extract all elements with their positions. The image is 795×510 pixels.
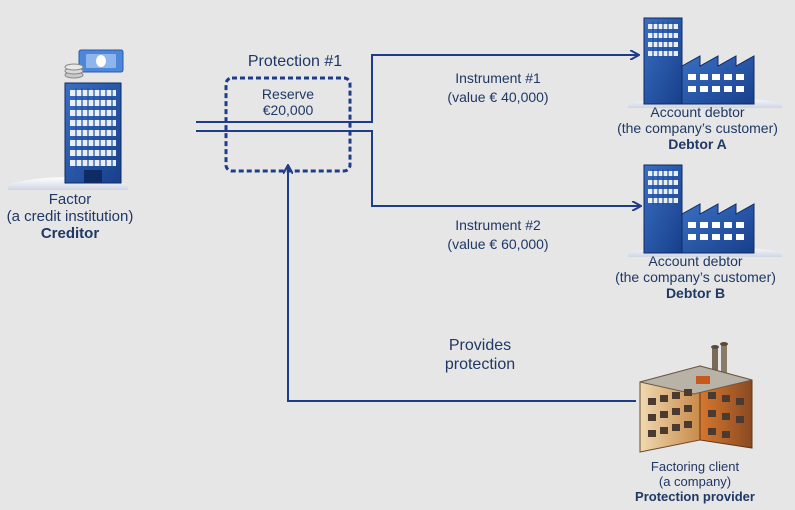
debtor-a-factory-icon — [628, 17, 782, 108]
instrument2-value: (value € 60,000) — [447, 236, 549, 252]
protection-title: Protection #1 — [247, 53, 343, 70]
provider-role: Protection provider — [635, 489, 755, 504]
reserve-label: Reserve — [261, 86, 315, 102]
reserve-block: Reserve €20,000 — [232, 86, 344, 118]
instrument2-label: Instrument #2 (value € 60,000) — [418, 216, 578, 254]
debtor-a-role: Debtor A — [668, 136, 727, 152]
provides-line1: Provides — [448, 337, 512, 354]
industrial-building-icon — [639, 342, 753, 453]
creditor-label: Factor (a credit institution) Creditor — [0, 191, 140, 242]
instrument1-value: (value € 40,000) — [447, 89, 549, 105]
instrument1-label: Instrument #1 (value € 40,000) — [418, 69, 578, 107]
debtor-b-line2: (the company’s customer) — [615, 269, 776, 285]
creditor-building-icon — [8, 82, 128, 190]
provides-line2: protection — [444, 356, 516, 373]
money-stack-icon — [64, 49, 124, 79]
creditor-line1: Factor — [48, 191, 92, 208]
debtor-a-label: Account debtor (the company’s customer) … — [600, 104, 795, 152]
creditor-line2: (a credit institution) — [6, 208, 134, 225]
provides-protection-label: Provides protection — [420, 336, 540, 374]
provider-line2: (a company) — [658, 474, 732, 489]
instrument-flow-lines — [196, 55, 640, 402]
instrument1-name: Instrument #1 — [455, 70, 541, 86]
debtor-b-role: Debtor B — [665, 285, 726, 301]
debtor-b-label: Account debtor (the company’s customer) … — [598, 253, 793, 301]
reserve-amount: €20,000 — [262, 102, 314, 118]
instrument2-name: Instrument #2 — [455, 217, 541, 233]
debtor-a-line2: (the company’s customer) — [617, 120, 778, 136]
debtor-a-line1: Account debtor — [650, 104, 745, 120]
provider-line1: Factoring client — [650, 459, 740, 474]
debtor-b-line1: Account debtor — [648, 253, 743, 269]
creditor-role: Creditor — [40, 225, 100, 242]
provider-label: Factoring client (a company) Protection … — [610, 459, 780, 504]
debtor-b-factory-icon — [628, 164, 782, 257]
